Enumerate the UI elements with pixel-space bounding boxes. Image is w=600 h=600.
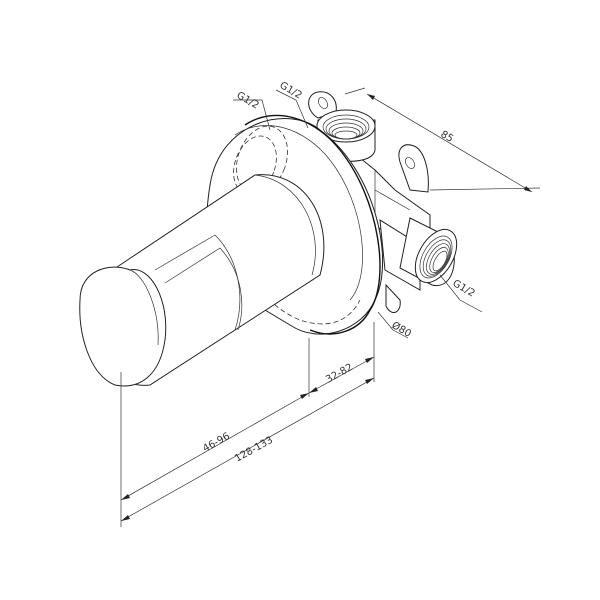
- dim-handle-projection: 46-96: [201, 431, 232, 455]
- hidden-port-outline: [236, 125, 288, 195]
- handle-end-cap: [79, 266, 167, 387]
- mounting-lug-top-left: [308, 91, 337, 119]
- label-rosette-diameter: Ø80: [390, 319, 414, 340]
- label-thread-top-right: G1/2: [278, 80, 304, 101]
- dimension-85: 85: [344, 87, 541, 193]
- side-port: [414, 228, 458, 284]
- label-thread-side: G1/2: [451, 278, 477, 299]
- label-thread-top-left: G1/2: [235, 90, 261, 111]
- dim-overall-length: 128-133: [233, 435, 275, 465]
- thread-rings-top: [322, 114, 370, 140]
- thread-rings-side: [419, 235, 453, 279]
- handle: [79, 174, 325, 387]
- mounting-lug-bottom: [385, 283, 401, 314]
- dim-85-value: 85: [439, 129, 456, 145]
- mounting-lug-right: [398, 144, 429, 193]
- dim-wall-range: 32-82: [324, 362, 355, 386]
